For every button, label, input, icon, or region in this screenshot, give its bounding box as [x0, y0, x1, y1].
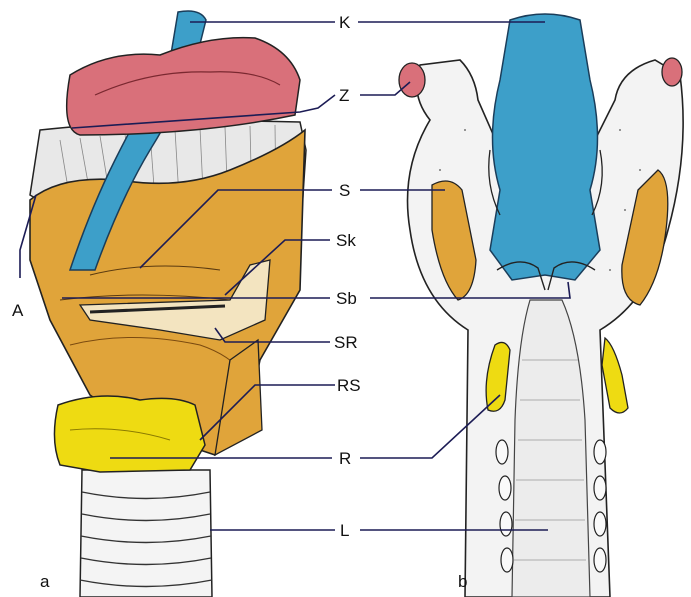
label-Z: Z	[339, 87, 349, 104]
label-R: R	[339, 450, 351, 467]
arytenoid-tip-right	[662, 58, 682, 86]
arytenoid-tip-left	[399, 63, 425, 97]
label-L: L	[340, 522, 349, 539]
panel-label-b: b	[458, 573, 467, 590]
label-A: A	[12, 302, 23, 319]
cricoid-cartilage	[54, 396, 205, 472]
label-K: K	[339, 14, 350, 31]
cricoid-section-right	[602, 338, 628, 413]
trachea-external	[80, 470, 212, 597]
label-Sk: Sk	[336, 232, 356, 249]
label-S: S	[339, 182, 350, 199]
panel-label-a: a	[40, 573, 49, 590]
label-RS: RS	[337, 377, 361, 394]
label-SR: SR	[334, 334, 358, 351]
panel-a-illustration	[30, 11, 306, 597]
panel-b-illustration	[399, 14, 683, 597]
epiglottis-section	[490, 14, 600, 280]
label-Sb: Sb	[336, 290, 357, 307]
